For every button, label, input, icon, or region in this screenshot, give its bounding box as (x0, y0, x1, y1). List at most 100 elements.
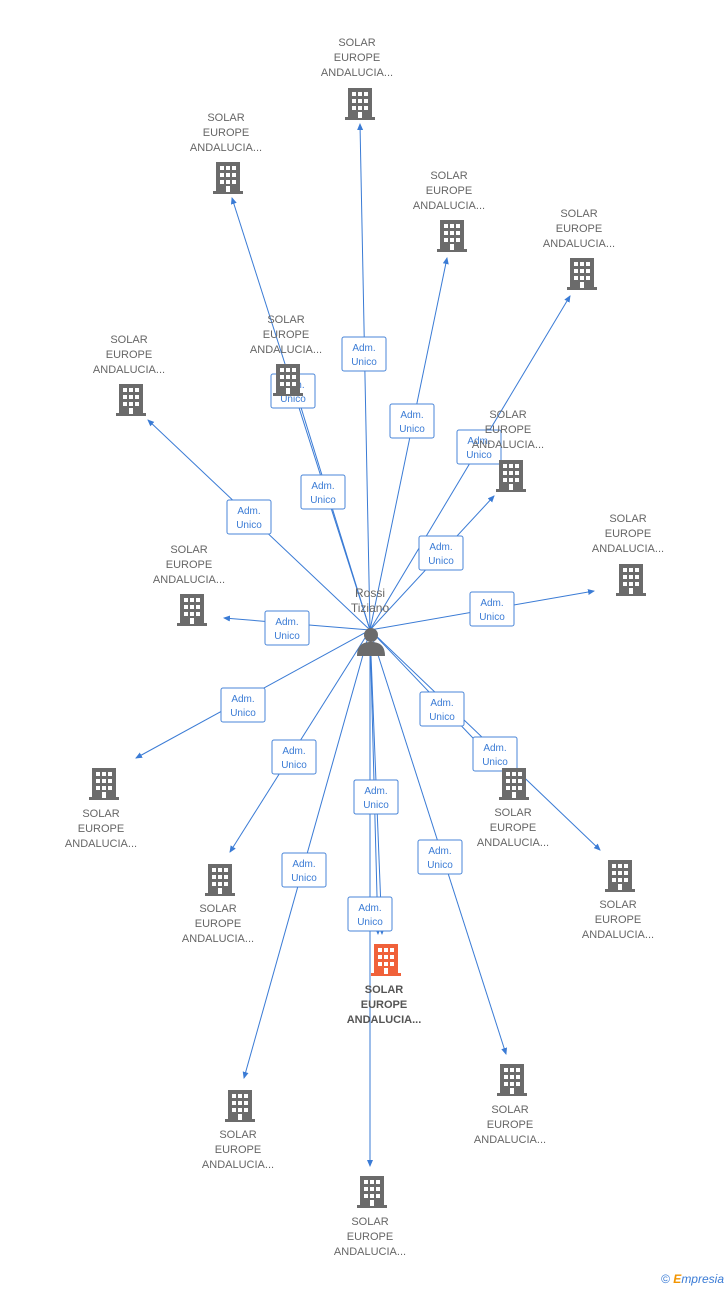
relation-labels-layer: Adm.UnicoAdm.UnicoAdm.UnicoAdm.UnicoAdm.… (220, 336, 518, 932)
company-label-line3: ANDALUCIA... (413, 200, 485, 212)
relation-label-line2: Unico (230, 708, 256, 719)
relation-label-adm-unico[interactable]: Adm. Unico (281, 852, 327, 888)
company-node[interactable]: SOLAREUROPEANDALUCIA... (321, 37, 393, 120)
building-icon (437, 220, 467, 252)
company-label-line1: SOLAR (491, 1104, 528, 1116)
relation-label-adm-unico[interactable]: Adm.Unico (271, 739, 317, 775)
company-node[interactable]: SOLAREUROPEANDALUCIA... (334, 1176, 406, 1258)
company-label-line3: ANDALUCIA... (582, 929, 654, 941)
company-node[interactable]: SOLAREUROPEANDALUCIA... (250, 314, 322, 396)
company-label-line1: SOLAR (82, 808, 119, 820)
person-node[interactable]: Rossi Tiziano (351, 586, 390, 656)
company-label-line1: SOLAR (110, 334, 147, 346)
company-label-line2: EUROPE (605, 528, 651, 540)
relation-label-box (419, 691, 465, 727)
relation-label-line2: Unico (479, 612, 505, 623)
relation-label-line1: Adm. (430, 698, 453, 709)
relation-label-box (389, 403, 435, 439)
company-label-line2: EUROPE (263, 329, 309, 341)
relation-label-line2: Unico (274, 631, 300, 642)
company-node[interactable]: SOLAREUROPEANDALUCIA... (202, 1090, 274, 1171)
company-node[interactable]: SOLAREUROPEANDALUCIA... (592, 513, 664, 596)
relation-label-line1: Adm. (358, 903, 381, 914)
company-node[interactable]: SOLAREUROPEANDALUCIA... (413, 170, 485, 252)
relation-label-box (220, 687, 266, 723)
company-node[interactable]: SOLAREUROPEANDALUCIA... (182, 864, 254, 945)
brand-name: mpresia (681, 1272, 724, 1286)
company-label-line3: ANDALUCIA... (93, 364, 165, 376)
brand-logo-letter: E (673, 1272, 682, 1286)
company-node[interactable]: SOLAREUROPEANDALUCIA... (477, 768, 549, 849)
company-node[interactable]: SOLAR EUROPE ANDALUCIA... (582, 860, 654, 941)
building-icon (357, 1176, 387, 1208)
company-node[interactable]: SOLAREUROPEANDALUCIA... (543, 208, 615, 290)
relation-label-box (418, 535, 464, 571)
company-label-line2: EUROPE (203, 127, 249, 139)
company-node[interactable]: SOLAREUROPEANDALUCIA... (474, 1064, 546, 1146)
relation-label-line2: Unico (310, 495, 336, 506)
company-label-line2: EUROPE (106, 349, 152, 361)
relation-label-line1: Adm. (428, 846, 451, 857)
relation-label-line2: Unico (363, 800, 389, 811)
company-node-highlighted[interactable]: SOLAREUROPEANDALUCIA... (347, 944, 422, 1026)
company-label-line2: EUROPE (78, 823, 124, 835)
company-label-line2: EUROPE (595, 914, 641, 926)
relation-label-adm-unico[interactable]: Adm. Unico (353, 779, 399, 815)
person-name-line2: Tiziano (351, 601, 390, 615)
copyright-symbol: © (661, 1272, 670, 1286)
company-label-line2: EUROPE (334, 52, 380, 64)
relation-label-adm-unico[interactable]: Adm.Unico (341, 336, 387, 372)
relation-label-box (472, 736, 518, 772)
relation-edge (230, 197, 371, 631)
relation-label-adm-unico[interactable]: Adm.Unico (300, 474, 346, 510)
building-icon (499, 768, 529, 800)
relation-label-adm-unico[interactable]: Adm.Unico (472, 736, 518, 772)
relation-label-line2: Unico (427, 860, 453, 871)
relation-label-line2: Unico (291, 873, 317, 884)
relation-label-line1: Adm. (467, 436, 490, 447)
relation-label-line2: Unico (428, 556, 454, 567)
relation-label-line2: Unico (281, 760, 307, 771)
company-node[interactable]: SOLAREUROPEANDALUCIA... (153, 544, 225, 626)
relation-label-line1: Adm. (292, 859, 315, 870)
company-label-line2: EUROPE (361, 999, 407, 1011)
footer-brand: © Empresia (661, 1272, 724, 1286)
company-node[interactable]: SOLAREUROPEANDALUCIA... (65, 768, 137, 850)
relation-label-adm-unico[interactable]: Adm. Unico (417, 839, 463, 875)
company-label-line3: ANDALUCIA... (543, 238, 615, 250)
person-name-line1: Rossi (355, 586, 385, 600)
company-label-line2: EUROPE (195, 918, 241, 930)
relation-label-line2: Unico (482, 757, 508, 768)
relation-label-line2: Unico (280, 394, 306, 405)
relation-label-box (281, 852, 327, 888)
relation-label-adm-unico[interactable]: Adm.Unico (389, 403, 435, 439)
company-nodes-layer: SOLAR EUROPE ANDALUCIA... SOLAR EUROPE ANDALU… (65, 37, 664, 1258)
building-icon (205, 864, 235, 896)
relation-label-adm-unico[interactable]: Adm.Unico (264, 610, 310, 646)
relation-edge (369, 257, 449, 631)
company-label-line1: SOLAR (207, 112, 244, 124)
relation-label-adm-unico[interactable]: Adm.Unico (226, 499, 272, 535)
building-icon (177, 594, 207, 626)
relation-label-adm-unico[interactable]: Adm.Unico (220, 687, 266, 723)
relation-label-adm-unico[interactable]: Adm.Unico (419, 691, 465, 727)
relation-label-line2: Unico (351, 357, 377, 368)
company-node[interactable]: SOLAR EUROPE ANDALUCIA... (93, 334, 165, 416)
relation-label-adm-unico[interactable]: Adm.Unico (347, 896, 393, 932)
building-icon (497, 1064, 527, 1096)
relation-label-box (226, 499, 272, 535)
company-label-line3: ANDALUCIA... (592, 543, 664, 555)
relation-label-adm-unico[interactable]: Adm.Unico (418, 535, 464, 571)
relation-label-box (341, 336, 387, 372)
relation-label-adm-unico[interactable]: Adm.Unico (469, 591, 515, 627)
company-label-line3: ANDALUCIA... (474, 1134, 546, 1146)
company-node[interactable]: SOLAREUROPEANDALUCIA... (472, 409, 544, 492)
company-label-line1: SOLAR (599, 899, 636, 911)
company-label-line1: SOLAR (430, 170, 467, 182)
relation-label-line1: Adm. (364, 786, 387, 797)
relation-label-line2: Unico (236, 520, 262, 531)
relation-label-adm-unico[interactable]: Adm.Unico (456, 429, 502, 465)
building-icon (89, 768, 119, 800)
company-label-line3: ANDALUCIA... (477, 837, 549, 849)
company-node[interactable]: SOLAREUROPEANDALUCIA... (190, 112, 262, 194)
